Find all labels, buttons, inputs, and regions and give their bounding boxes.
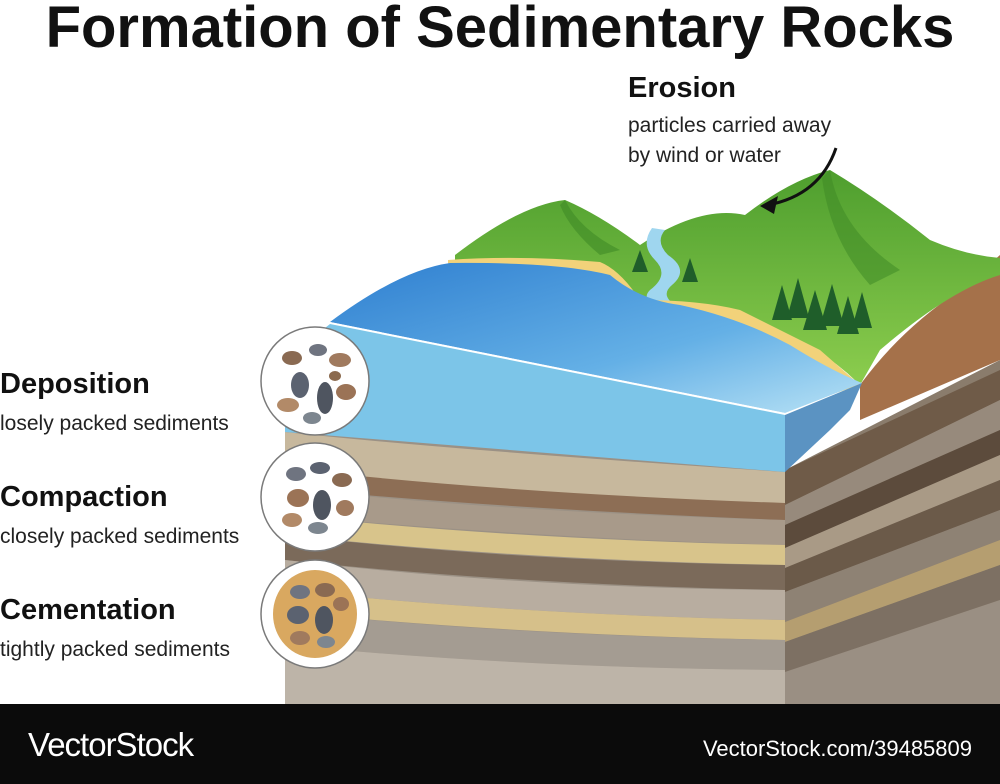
cementation-description: tightly packed sediments <box>0 638 230 661</box>
compaction-circle <box>260 442 370 552</box>
river <box>646 228 681 305</box>
footer-bar: VectorStock VectorStock.com/39485809 <box>0 704 1000 784</box>
water-front <box>285 324 785 472</box>
image-id: VectorStock.com/39485809 <box>702 736 972 761</box>
side-rock-layers <box>785 360 1000 704</box>
cliff <box>860 255 1000 420</box>
erosion-description-line2: by wind or water <box>628 144 781 167</box>
brand-logo: VectorStock <box>28 726 194 763</box>
deposition-circle <box>260 326 370 436</box>
diagram-title: Formation of Sedimentary Rocks <box>45 0 955 60</box>
erosion-title: Erosion <box>628 72 736 104</box>
cementation-circle <box>260 559 370 669</box>
trees <box>632 250 872 334</box>
compaction-title: Compaction <box>0 481 168 513</box>
rock-layers-illustration <box>260 147 1000 704</box>
front-rock-layers <box>285 430 785 704</box>
water-side <box>785 383 862 472</box>
mountains <box>455 170 1000 385</box>
erosion-arrow <box>767 147 838 207</box>
deposition-description: losely packed sediments <box>0 412 229 435</box>
erosion-description-line1: particles carried away <box>628 114 832 137</box>
deposition-title: Deposition <box>0 368 150 400</box>
cementation-title: Cementation <box>0 594 176 626</box>
water-surface <box>330 262 862 413</box>
compaction-description: closely packed sediments <box>0 525 240 548</box>
